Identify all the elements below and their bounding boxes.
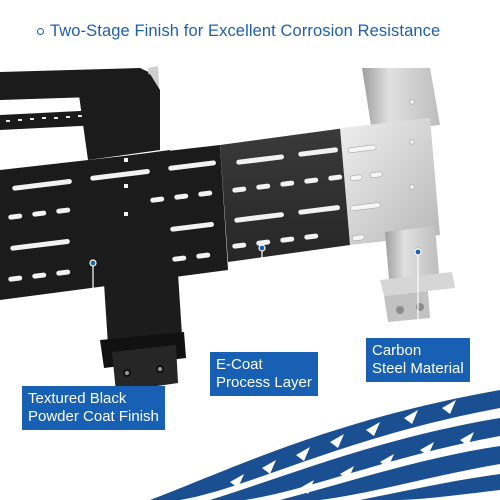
label-ecoat-line-2: Process Layer — [216, 374, 312, 391]
label-black-finish: Textured Black Powder Coat Finish — [22, 386, 165, 430]
callout-lines — [89, 244, 422, 392]
page-title-text: Two-Stage Finish for Excellent Corrosion… — [50, 22, 441, 40]
page-title: Two-Stage Finish for Excellent Corrosion… — [37, 22, 440, 41]
label-black-finish-line-2: Powder Coat Finish — [28, 408, 159, 425]
label-steel-line-1: Carbon — [372, 342, 422, 359]
tire-tread-decoration — [150, 390, 500, 500]
label-steel: Carbon Steel Material — [366, 338, 470, 382]
black-crossbar — [0, 145, 228, 300]
label-steel-line-2: Steel Material — [372, 360, 464, 377]
ecoat-section — [220, 128, 350, 262]
label-ecoat: E-Coat Process Layer — [210, 352, 318, 396]
label-ecoat-line-1: E-Coat — [216, 356, 263, 373]
label-black-finish-line-1: Textured Black — [28, 390, 127, 407]
steel-section — [340, 68, 455, 322]
bullet-icon — [37, 28, 44, 35]
upper-rails — [0, 68, 155, 130]
